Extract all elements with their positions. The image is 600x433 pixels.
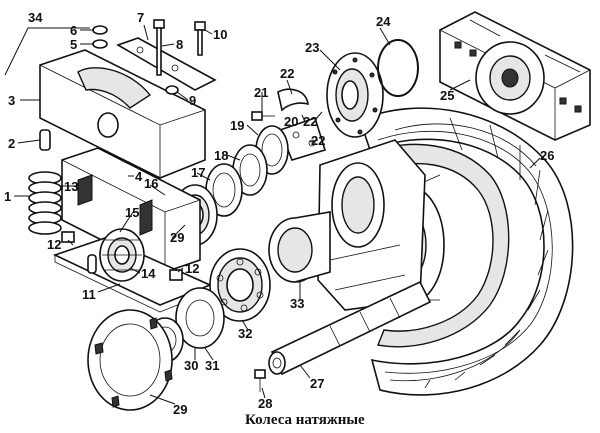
label-22a: 22	[280, 66, 294, 81]
roller-bearing-part-32	[209, 248, 271, 322]
bolt-part-8	[153, 19, 165, 76]
label-20: 20	[284, 114, 298, 129]
label-9: 9	[189, 93, 196, 108]
label-18: 18	[214, 148, 228, 163]
label-5: 5	[70, 37, 77, 52]
label-14: 14	[141, 266, 156, 281]
lock-washer-part-22	[277, 88, 309, 112]
label-16: 16	[144, 176, 158, 191]
washer-part-9	[165, 85, 179, 95]
pin-part-14	[87, 254, 97, 274]
label-24: 24	[376, 14, 391, 29]
bearing-sleeve-part-15	[99, 228, 145, 282]
spring-part-1	[28, 171, 62, 235]
label-31: 31	[205, 358, 219, 373]
upper-housing-part-3	[39, 49, 206, 179]
label-2: 2	[8, 136, 15, 151]
label-3: 3	[8, 93, 15, 108]
label-23: 23	[305, 40, 319, 55]
label-13: 13	[64, 179, 78, 194]
label-21: 21	[254, 85, 268, 100]
bearing-block-part-25	[439, 11, 591, 141]
bolt-part-21	[251, 111, 275, 121]
cover-plate-part-29	[87, 309, 173, 411]
pin-part-2	[39, 129, 51, 151]
label-15: 15	[125, 205, 139, 220]
label-1: 1	[4, 189, 11, 204]
bolt-part-28	[254, 369, 266, 392]
o-ring-part-24	[377, 39, 419, 97]
label-10: 10	[213, 27, 227, 42]
label-27: 27	[310, 376, 324, 391]
flange-cover-part-23	[326, 52, 384, 138]
label-26: 26	[540, 148, 554, 163]
block-part-12-right	[169, 269, 183, 281]
washer-part-5	[92, 39, 108, 49]
label-22b: 22	[303, 114, 317, 129]
label-7: 7	[137, 10, 144, 25]
label-8: 8	[176, 37, 183, 52]
axle-shaft-part-27	[268, 280, 432, 376]
bolt-part-10	[194, 21, 206, 56]
label-33: 33	[290, 296, 304, 311]
label-4: 4	[135, 169, 143, 184]
label-12a: 12	[47, 237, 61, 252]
bushing-part-33	[268, 211, 331, 283]
label-29b: 29	[173, 402, 187, 417]
label-11: 11	[82, 287, 96, 302]
part-labels: 34 6 5 7 8 10 9 3 2 4 1 13 16 17 18 19 2…	[4, 10, 554, 417]
label-6: 6	[70, 23, 77, 38]
label-28: 28	[258, 396, 272, 411]
label-32: 32	[238, 326, 252, 341]
label-29a: 29	[170, 230, 184, 245]
nut-part-6	[92, 25, 108, 35]
block-part-12-left	[61, 231, 75, 243]
clamp-plate-part-7	[116, 37, 217, 91]
diagram-caption: Колеса натяжные	[245, 412, 365, 428]
leader-lines	[4, 24, 541, 405]
hub-housing-part-33	[317, 139, 426, 311]
label-12b: 12	[185, 261, 199, 276]
label-34: 34	[28, 10, 43, 25]
label-19: 19	[230, 118, 244, 133]
label-22c: 22	[311, 133, 325, 148]
label-25: 25	[440, 88, 454, 103]
lower-housing-part-13	[61, 147, 201, 273]
label-30: 30	[184, 358, 198, 373]
label-17: 17	[191, 165, 205, 180]
ring-part-31	[175, 287, 225, 349]
